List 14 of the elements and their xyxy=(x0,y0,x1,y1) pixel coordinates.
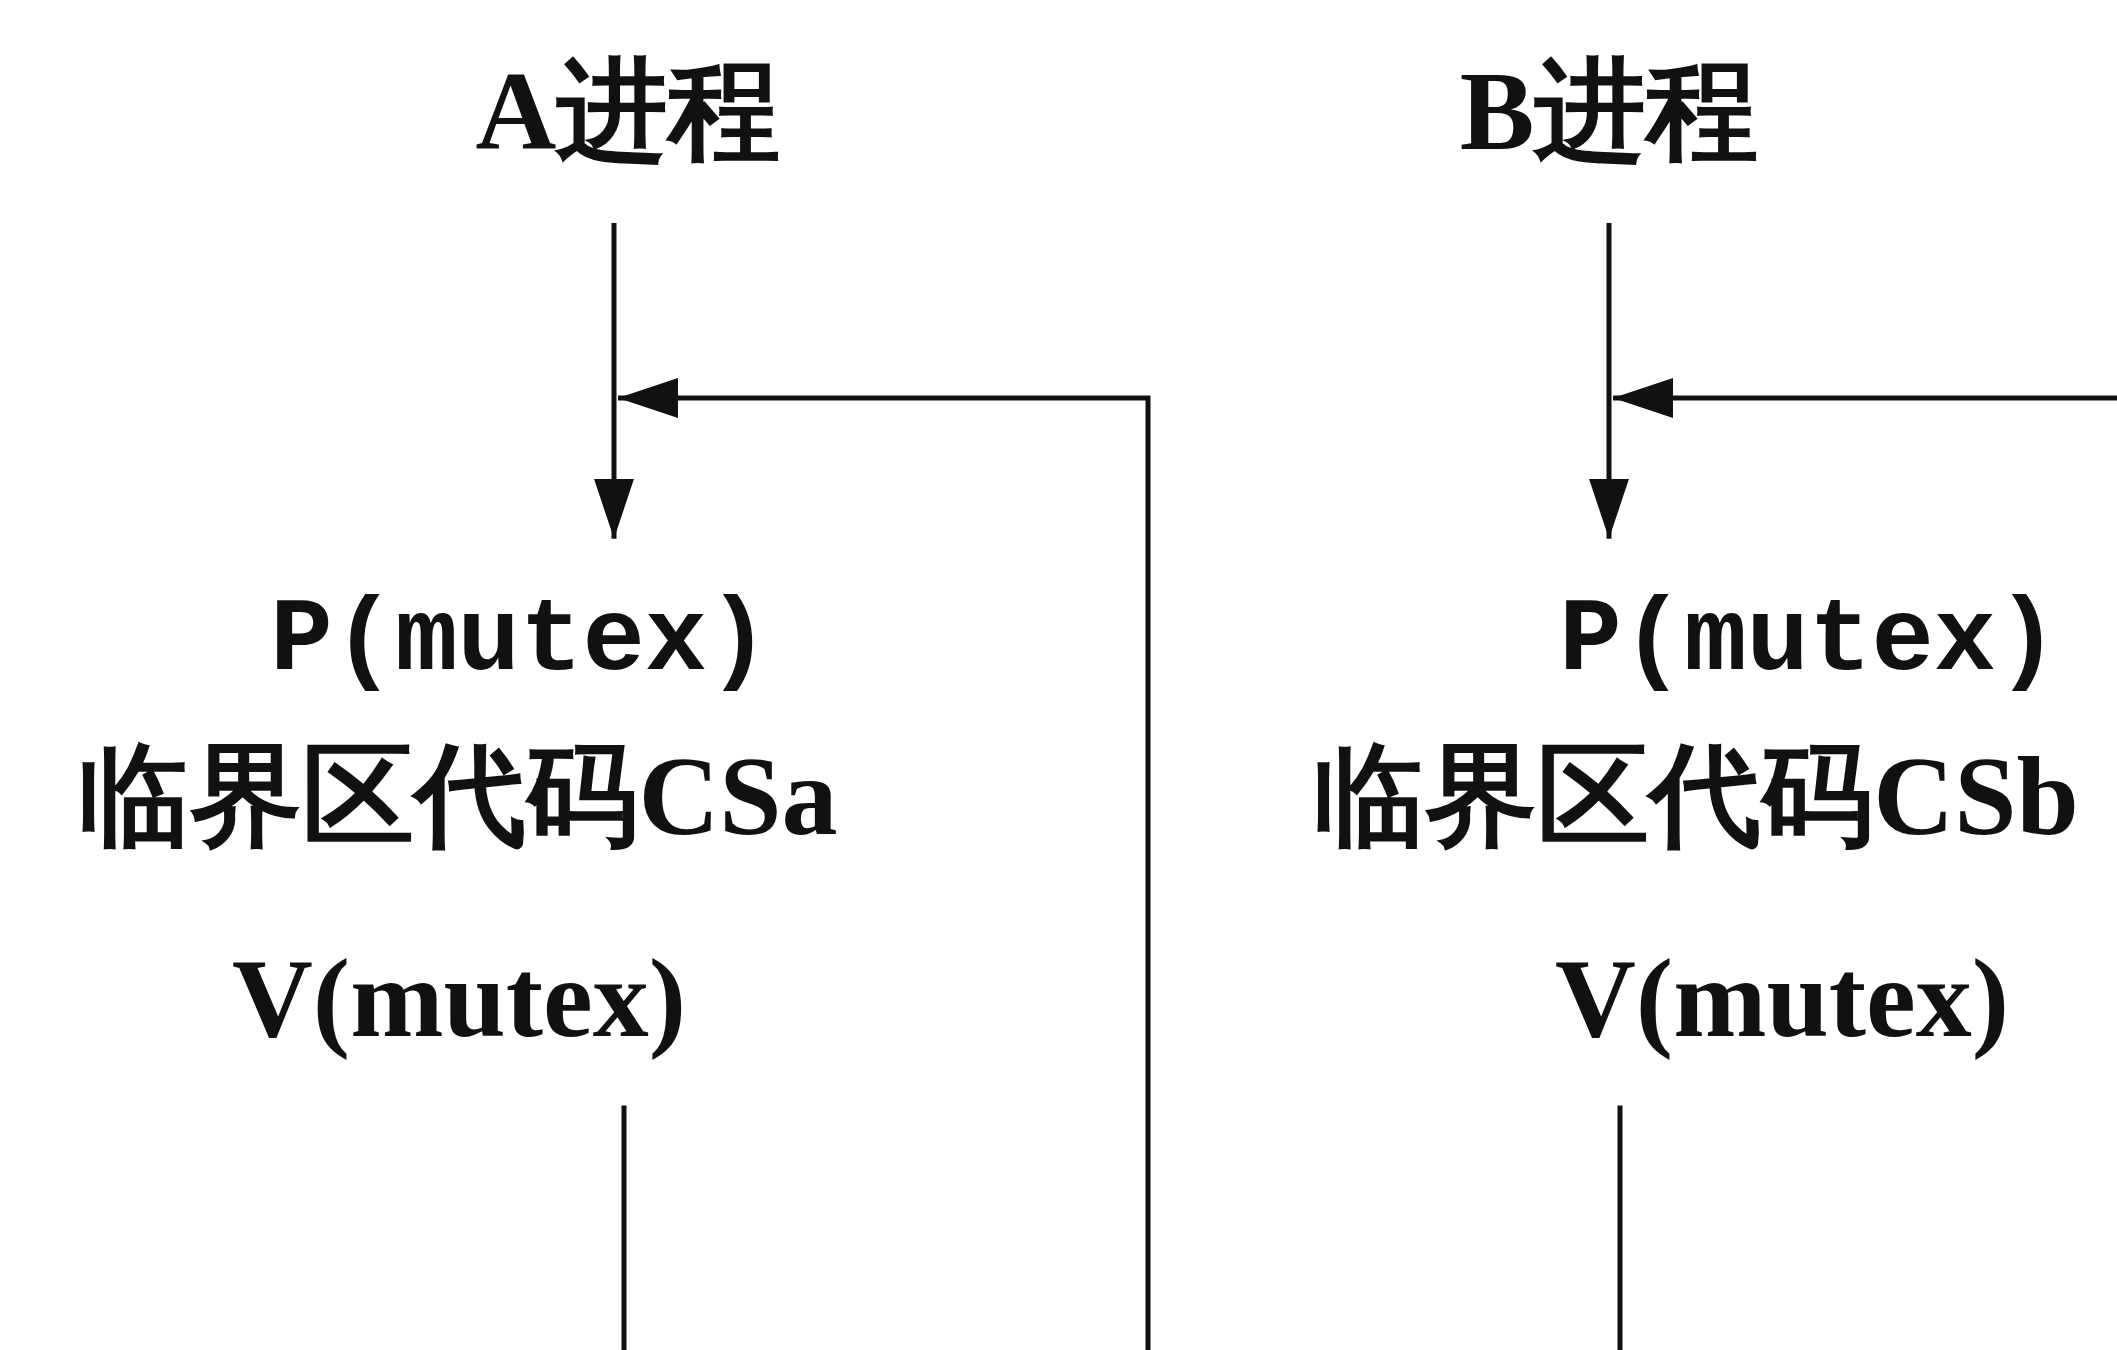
code-line: P(mutex) xyxy=(270,583,770,699)
process-title: B进程 xyxy=(1409,50,1809,223)
code-line: V(mutex) xyxy=(231,937,687,1061)
code-line: 临界区代码CSa xyxy=(78,735,838,859)
code-line: P(mutex) xyxy=(1559,583,2059,699)
arrow xyxy=(618,378,1151,1350)
arrow xyxy=(1589,223,1629,539)
code-line: 临界区代码CSb xyxy=(1313,735,2079,859)
connector-line xyxy=(1617,1105,1623,1350)
arrow xyxy=(1613,378,2117,418)
connector-line xyxy=(621,1105,627,1350)
code-line: V(mutex) xyxy=(1554,937,2010,1061)
arrow xyxy=(594,223,634,539)
process-title: A进程 xyxy=(428,50,828,223)
